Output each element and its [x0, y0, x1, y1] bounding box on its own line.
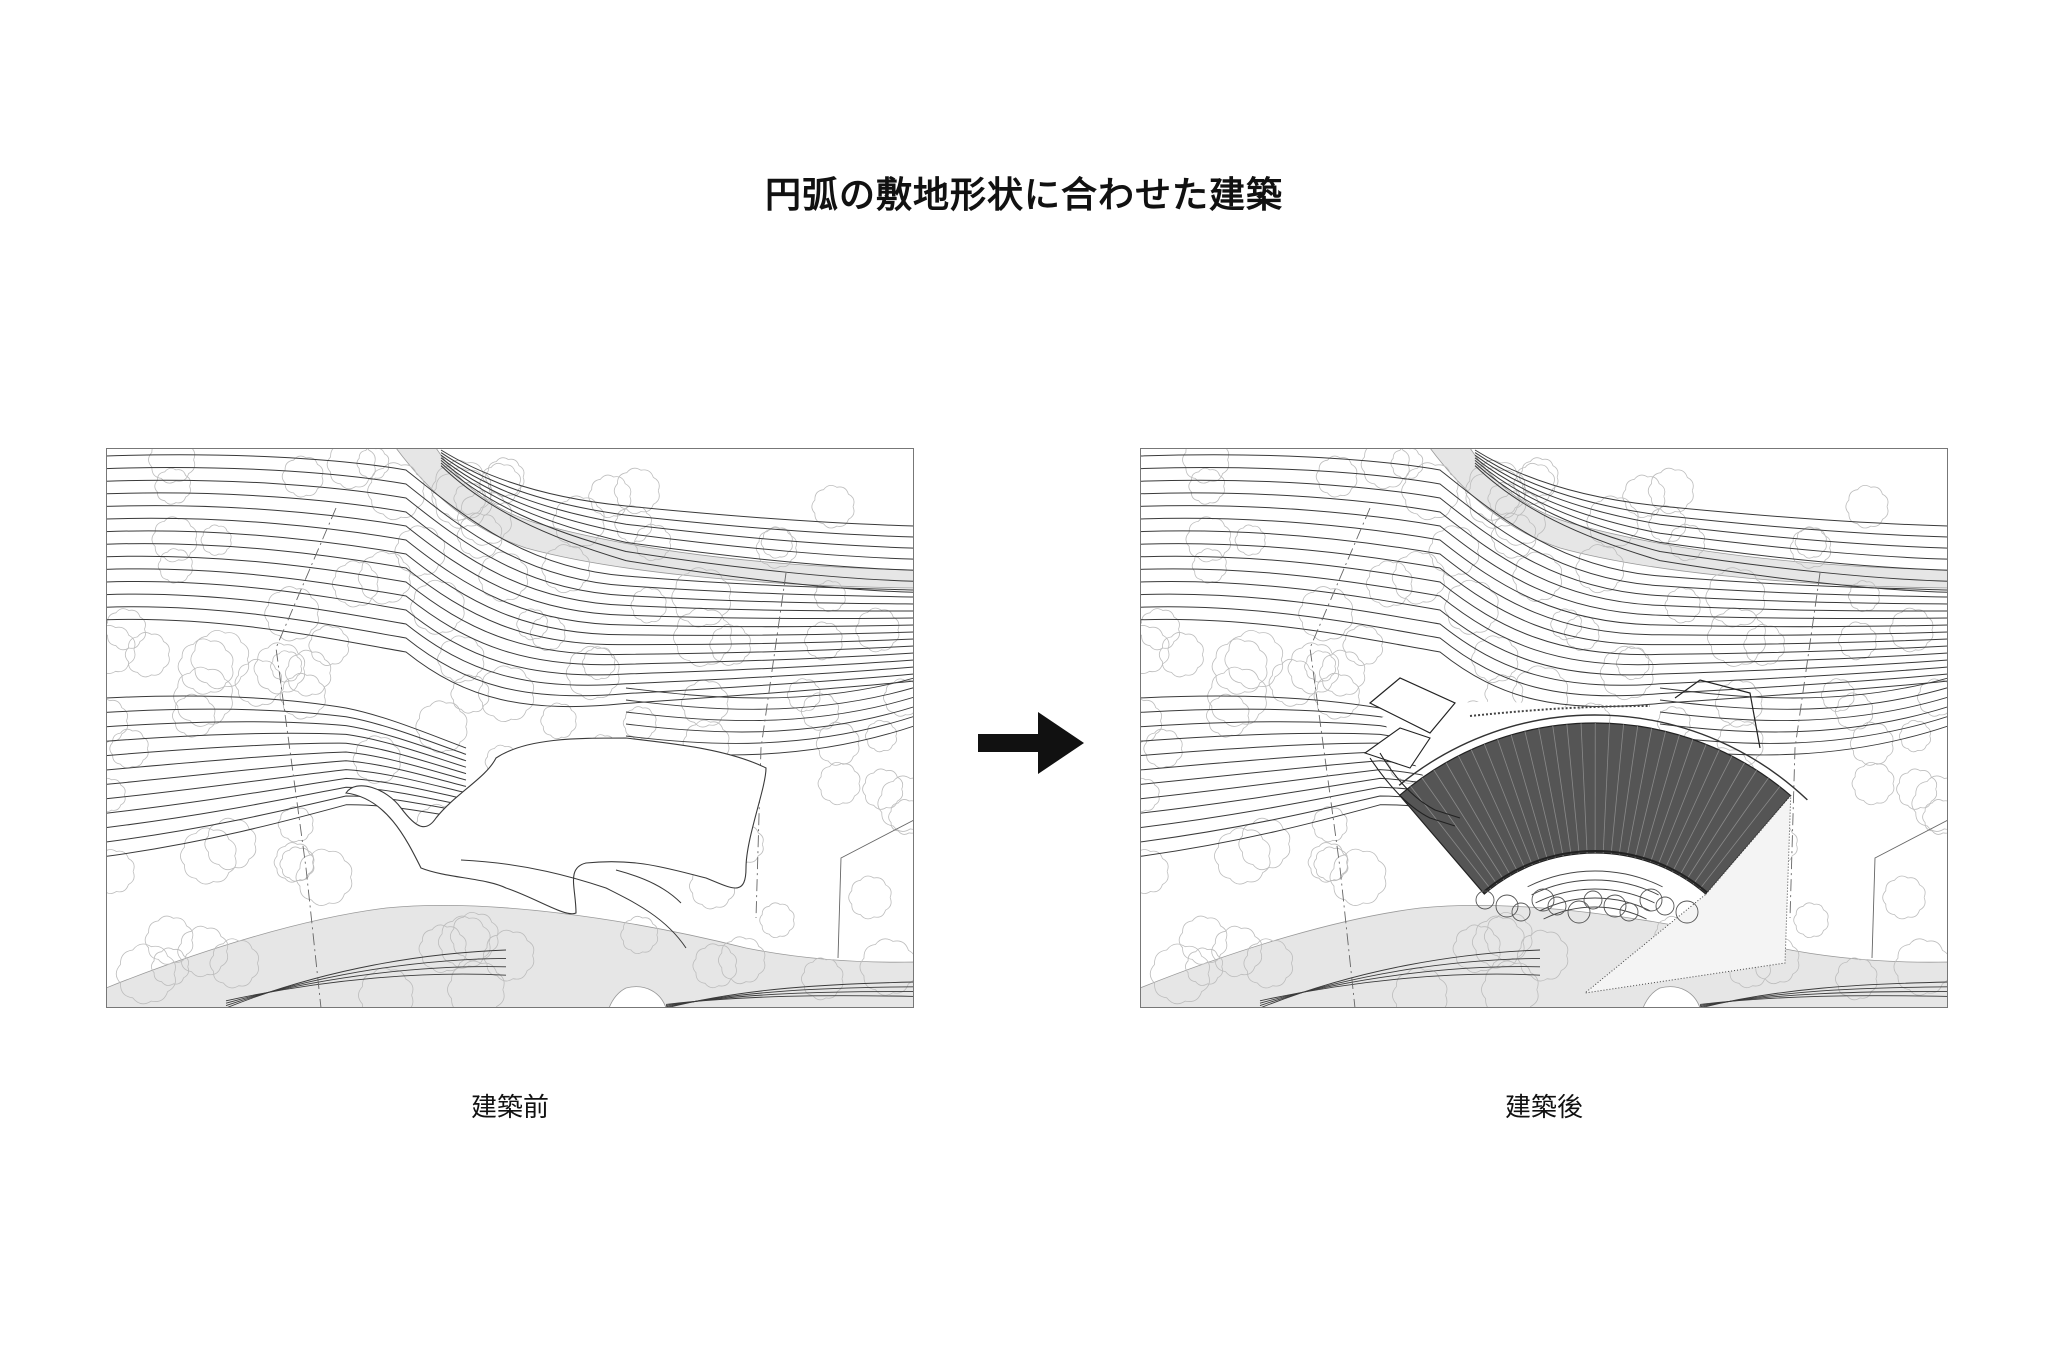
contour-lines: [106, 449, 914, 1008]
flat-clearing: [345, 737, 767, 949]
arc-building: [1363, 677, 1808, 994]
site-plan-after: [1140, 448, 1948, 1008]
site-plan-after-drawing: [1140, 448, 1948, 1008]
site-boundary: [1140, 448, 1948, 1008]
site-boundary: [106, 448, 914, 1008]
right-arrow-icon: [978, 712, 1084, 774]
site-plan-before: [106, 448, 914, 1008]
caption-after: 建築後: [1504, 1093, 1583, 1123]
caption-before: 建築前: [470, 1093, 549, 1123]
diagram-title: 円弧の敷地形状に合わせた建築: [764, 175, 1283, 216]
road-bottom: [1140, 905, 1948, 1008]
road-bottom: [106, 905, 914, 1008]
site-plan-before-drawing: [106, 448, 914, 1008]
